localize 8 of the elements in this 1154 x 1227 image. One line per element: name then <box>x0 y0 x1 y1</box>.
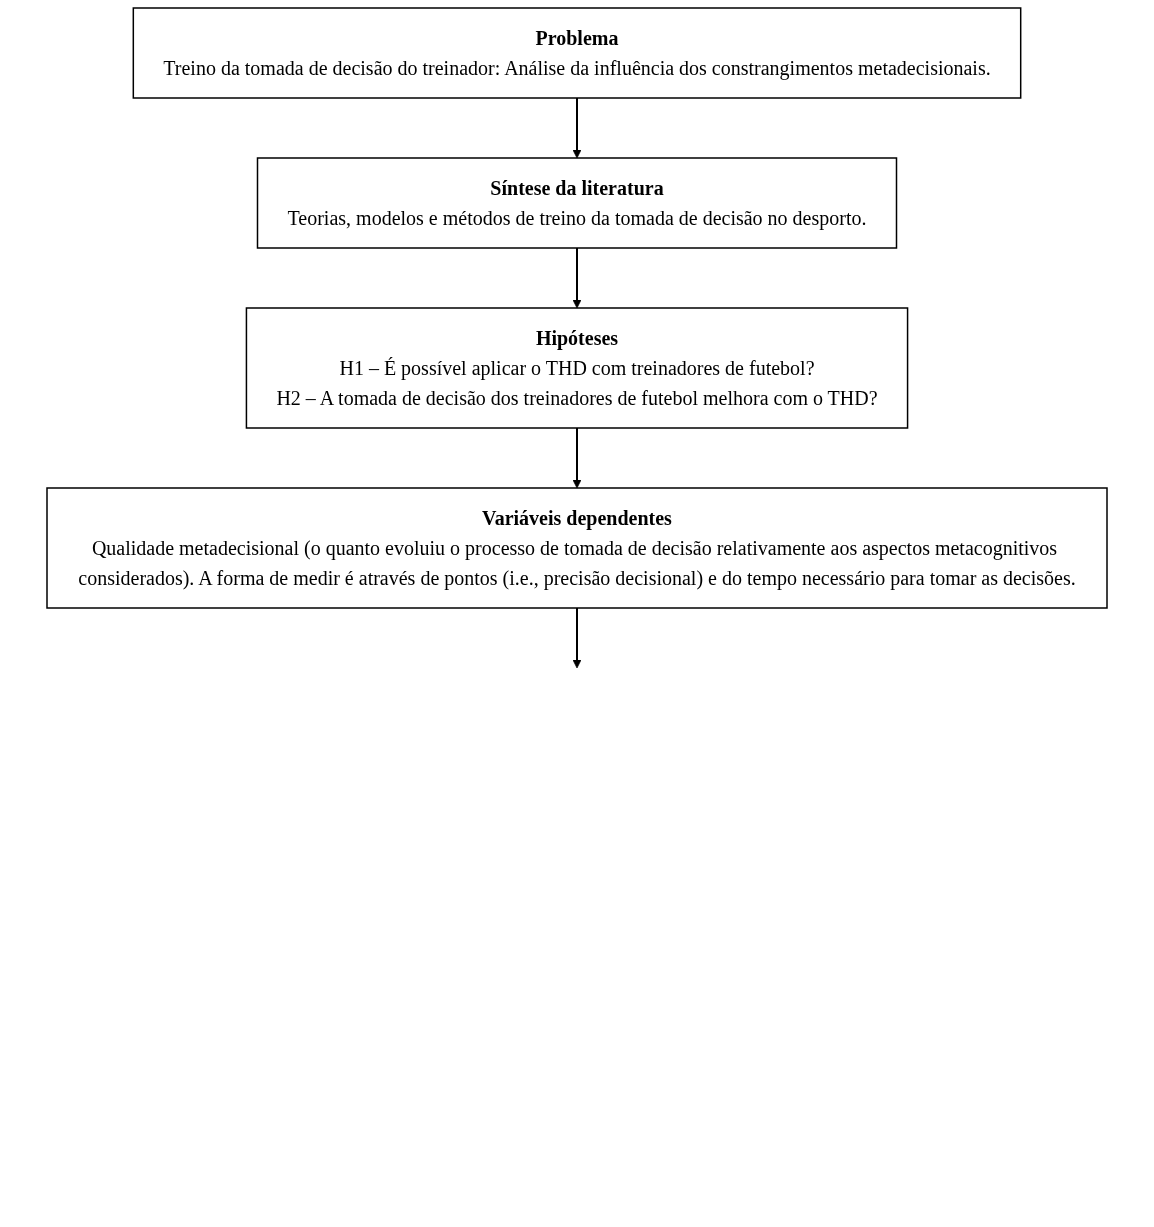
node-box: Problema Treino da tomada de decisão do treinador: Análise da influência dos constrangimentos metadecisionais. <box>132 7 1022 99</box>
arrow <box>572 247 582 309</box>
node-box: Hipóteses H1 – É possível aplicar o THD com treinadores de futebol? H2 – A tomada de decisão dos treinadores de futebol melhora com o THD? <box>245 307 909 429</box>
node-box: Variáveis dependentes Qualidade metadecisional (o quanto evoluiu o processo de tomada de decisão relativamente aos aspectos metacognitivos considerados). A forma de medir é através de pontos (i.e., precisão decisional) e do tempo necessário para tomar as decisões. <box>46 487 1108 609</box>
arrow <box>572 427 582 489</box>
arrow <box>572 607 582 669</box>
arrow <box>572 97 582 159</box>
node-box: Síntese da literatura Teorias, modelos e métodos de treino da tomada de decisão no desporto. <box>256 157 898 249</box>
